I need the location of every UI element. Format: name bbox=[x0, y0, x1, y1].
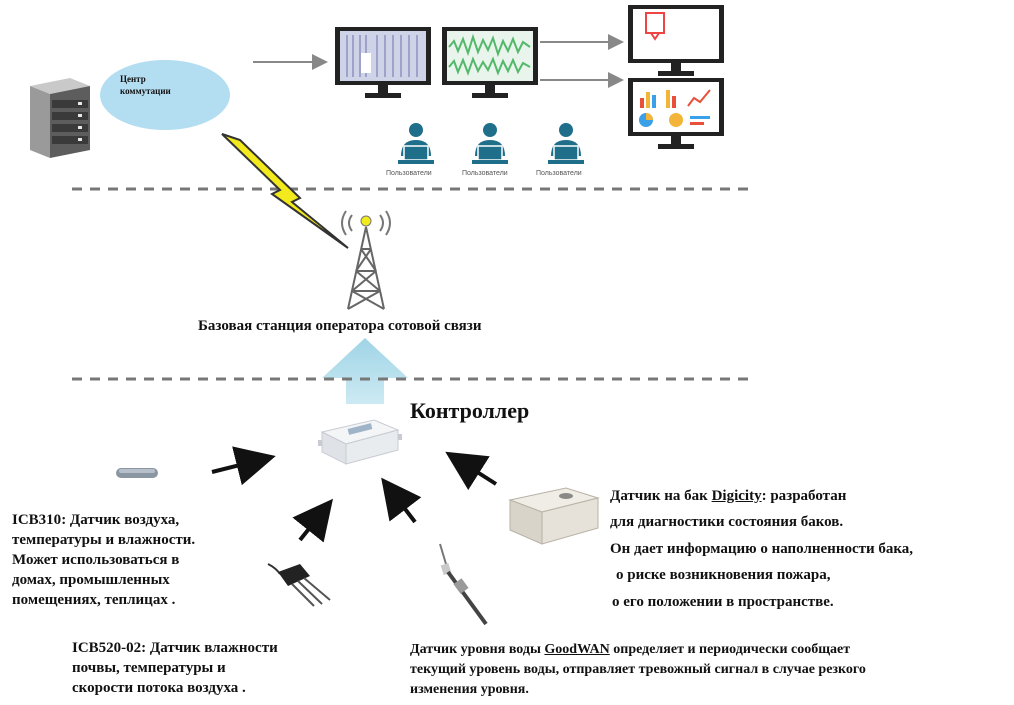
icb520-description-line2: почвы, температуры и bbox=[72, 660, 226, 676]
icb310-description-line4: домах, промышленных bbox=[12, 572, 170, 588]
arrow-digicity-to-controller bbox=[445, 451, 498, 491]
user-1-label: Пользователи bbox=[386, 170, 432, 177]
commutation-center-label-line2: коммутации bbox=[120, 86, 171, 96]
goodwan-line1-post: определяет и периодически сообщает bbox=[609, 642, 851, 657]
digicity-line1-post: : разработан bbox=[761, 488, 847, 504]
monitor-2-icon bbox=[440, 25, 540, 100]
arrow-icb520-to-controller bbox=[292, 498, 333, 543]
icb310-description-line5: помещениях, теплицах . bbox=[12, 592, 176, 608]
goodwan-sensor-icon bbox=[430, 542, 500, 630]
digicity-brand: Digicity bbox=[711, 488, 762, 504]
uplink-arrow-icon bbox=[322, 338, 408, 404]
digicity-description-line2: для диагностики состояния баков. bbox=[610, 514, 844, 530]
goodwan-description-line2: текущий уровень воды, отправляет тревожн… bbox=[410, 662, 866, 677]
digicity-description-line4: о риске возникновения пожара, bbox=[616, 567, 831, 583]
goodwan-line1-pre: Датчик уровня воды bbox=[410, 642, 545, 657]
digicity-description-line3: Он дает информацию о наполненности бака, bbox=[610, 541, 914, 557]
controller-device-icon bbox=[318, 412, 402, 470]
user-2-icon bbox=[472, 122, 508, 166]
arrow-icb310-to-controller bbox=[211, 446, 276, 486]
user-3-label: Пользователи bbox=[536, 170, 582, 177]
dashed-separator-top bbox=[72, 187, 755, 191]
alert-monitor-icon bbox=[626, 3, 726, 78]
goodwan-description-line1: Датчик уровня воды GoodWAN определяет и … bbox=[410, 642, 850, 658]
icb520-description-line3: скорости потока воздуха . bbox=[72, 680, 246, 696]
goodwan-brand: GoodWAN bbox=[544, 642, 610, 657]
server-rack-icon bbox=[30, 78, 90, 158]
icb310-name: ICB310 bbox=[12, 512, 62, 528]
base-station-label: Базовая станция оператора сотовой связи bbox=[198, 318, 482, 334]
arrow-goodwan-to-controller bbox=[381, 477, 422, 524]
icb520-description-line1: ICB520-02: Датчик влажности bbox=[72, 640, 278, 657]
icb310-sensor-icon bbox=[115, 466, 159, 480]
user-2-label: Пользователи bbox=[462, 170, 508, 177]
monitor-1-icon bbox=[333, 25, 433, 100]
digicity-description-line1: Датчик на бак Digicity: разработан bbox=[610, 488, 846, 505]
user-1-icon bbox=[398, 122, 434, 166]
dashboard-monitor-icon bbox=[626, 76, 726, 151]
icb310-description-line3: Может использоваться в bbox=[12, 552, 180, 568]
icb520-sensor-icon bbox=[266, 562, 336, 610]
dashed-separator-bottom bbox=[72, 377, 755, 381]
icb310-line1-rest: : Датчик воздуха, bbox=[61, 512, 180, 528]
icb310-description-line1: ICB310: Датчик воздуха, bbox=[12, 512, 179, 529]
icb310-description-line2: температуры и влажности. bbox=[12, 532, 196, 548]
goodwan-description-line3: изменения уровня. bbox=[410, 682, 529, 697]
digicity-description-line5: о его положении в пространстве. bbox=[612, 594, 834, 610]
commutation-center-label-line1: Центр bbox=[120, 74, 146, 84]
digicity-line1-pre: Датчик на бак bbox=[610, 488, 712, 504]
icb520-line1-rest: : Датчик влажности bbox=[141, 640, 278, 656]
commutation-center-ellipse bbox=[100, 60, 230, 130]
user-3-icon bbox=[548, 122, 584, 166]
icb520-name: ICB520-02 bbox=[72, 640, 142, 656]
digicity-sensor-icon bbox=[506, 484, 602, 548]
lightning-bolt-icon bbox=[221, 133, 349, 249]
cell-tower-icon bbox=[336, 205, 396, 311]
controller-label: Контроллер bbox=[410, 398, 530, 423]
